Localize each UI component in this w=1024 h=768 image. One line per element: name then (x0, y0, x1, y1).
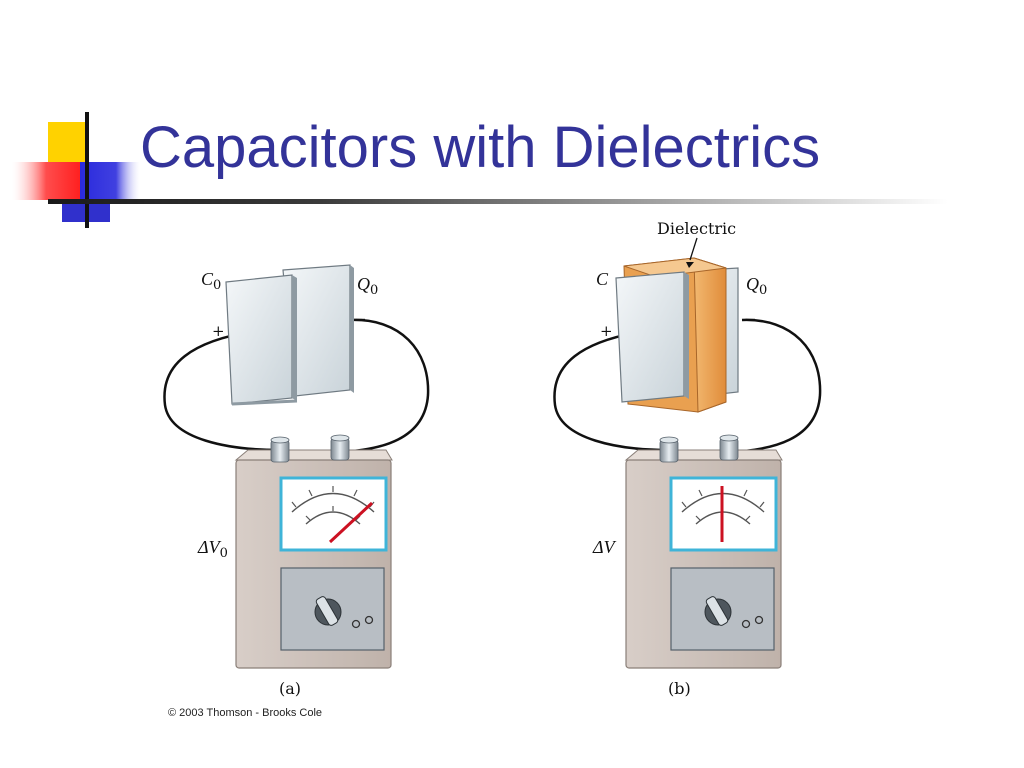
panel-label-a: (a) (279, 679, 301, 698)
panel-b: Dielectric C Q0 + − ΔV (b) (553, 219, 822, 698)
panel-label-b: (b) (668, 679, 691, 698)
wire-right-a (339, 318, 430, 454)
dielectric-pointer (689, 237, 698, 261)
capacitor-label-b: C (596, 269, 609, 289)
plate-edge (684, 272, 689, 399)
terminal-right-a (330, 434, 350, 461)
panel-a: C0 Q0 + − ΔV0 (a) (163, 264, 430, 698)
voltage-label-b: ΔV (592, 537, 617, 557)
dielectric-pointer-arrowhead (686, 262, 694, 268)
wire-left-a (163, 328, 281, 452)
capacitor-label-a: C0 (201, 269, 221, 293)
wire-left-b (553, 328, 669, 452)
plus-label-b: + (600, 322, 613, 340)
page-title: Capacitors with Dielectrics (140, 115, 821, 180)
meter-scale-outer-a (291, 492, 375, 513)
blue-square (80, 162, 140, 202)
meter-jack-b (754, 615, 764, 625)
meter-knob-a (314, 596, 342, 626)
dielectric-slab-top (623, 257, 727, 278)
logo-vertical-line (85, 112, 89, 228)
meter-jack-b (741, 619, 751, 629)
meter-top-b (624, 449, 783, 461)
terminal-left-b (659, 436, 679, 463)
decorative-logo (12, 112, 140, 228)
copyright-notice: © 2003 Thomson - Brooks Cole (168, 707, 323, 719)
meter-knob-b (704, 596, 732, 626)
meter-jack-a (351, 619, 361, 629)
meter-jack-a (364, 615, 374, 625)
meter-ticks-b (681, 489, 765, 521)
title-underline (48, 199, 948, 204)
red-square (12, 162, 80, 200)
minus-label-a: − (354, 310, 367, 328)
minus-label-b: − (744, 310, 757, 328)
plate-edge (231, 399, 298, 406)
plate-edge (292, 275, 297, 401)
dielectric-slab-side (693, 257, 727, 413)
plus-label-a: + (212, 322, 225, 340)
capacitor-plate-positive-a (225, 274, 293, 405)
wire-right-b (729, 318, 822, 454)
meter-needle-a (328, 501, 374, 544)
terminal-right-b (719, 434, 739, 461)
charge-label-b: Q0 (746, 274, 767, 298)
plate-edge (350, 265, 354, 393)
dielectric-label: Dielectric (657, 219, 736, 238)
charge-label-a: Q0 (357, 274, 378, 298)
meter-top-a (234, 449, 393, 461)
yellow-square (48, 122, 88, 162)
voltage-label-a: ΔV0 (197, 537, 228, 561)
capacitor-plate-positive-b (615, 271, 685, 403)
terminal-left-a (270, 436, 290, 463)
